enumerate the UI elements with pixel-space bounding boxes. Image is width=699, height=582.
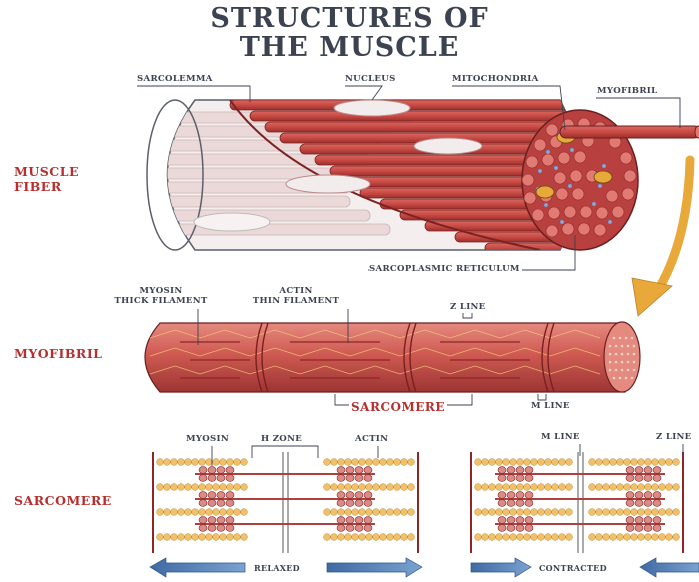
label-myosin-thick-filament: MYOSIN THICK FILAMENT bbox=[105, 286, 217, 306]
gold-arrow bbox=[632, 160, 690, 316]
label-mitochondria: MITOCHONDRIA bbox=[452, 74, 539, 84]
muscle-fiber-illustration bbox=[147, 100, 699, 253]
label-z-line-sarcomere: Z LINE bbox=[656, 432, 692, 442]
label-actin-line2: THIN FILAMENT bbox=[240, 296, 352, 306]
label-actin-thin-filament: ACTIN THIN FILAMENT bbox=[240, 286, 352, 306]
label-m-line-myofibril: M LINE bbox=[531, 401, 570, 411]
section-sarcomere: SARCOMERE bbox=[14, 493, 112, 508]
label-sarcolemma: SARCOLEMMA bbox=[137, 74, 213, 84]
section-myofibril: MYOFIBRIL bbox=[14, 346, 102, 361]
label-myosin-line1: MYOSIN bbox=[105, 286, 217, 296]
label-m-line-sarcomere: M LINE bbox=[541, 432, 580, 442]
myofibril-illustration bbox=[145, 322, 640, 392]
label-myosin: MYOSIN bbox=[186, 434, 229, 444]
label-z-line: Z LINE bbox=[450, 302, 486, 312]
label-actin-line1: ACTIN bbox=[240, 286, 352, 296]
label-sarcomere-span: SARCOMERE bbox=[349, 400, 447, 414]
section-muscle-fiber: MUSCLE FIBER bbox=[14, 164, 79, 194]
section-muscle-fiber-line1: MUSCLE bbox=[14, 164, 79, 179]
label-contracted: CONTRACTED bbox=[539, 563, 607, 573]
sarcomere-relaxed-illustration bbox=[153, 452, 418, 553]
label-nucleus: NUCLEUS bbox=[345, 74, 396, 84]
section-muscle-fiber-line2: FIBER bbox=[14, 179, 79, 194]
label-actin: ACTIN bbox=[355, 434, 388, 444]
sarcomere-contracted-illustration bbox=[471, 452, 683, 553]
label-myosin-line2: THICK FILAMENT bbox=[105, 296, 217, 306]
label-relaxed: RELAXED bbox=[254, 563, 300, 573]
label-sarcoplasmic-reticulum: SARCOPLASMIC RETICULUM bbox=[369, 264, 522, 274]
label-h-zone: H ZONE bbox=[261, 434, 302, 444]
label-myofibril-strand: MYOFIBRIL bbox=[597, 86, 657, 96]
